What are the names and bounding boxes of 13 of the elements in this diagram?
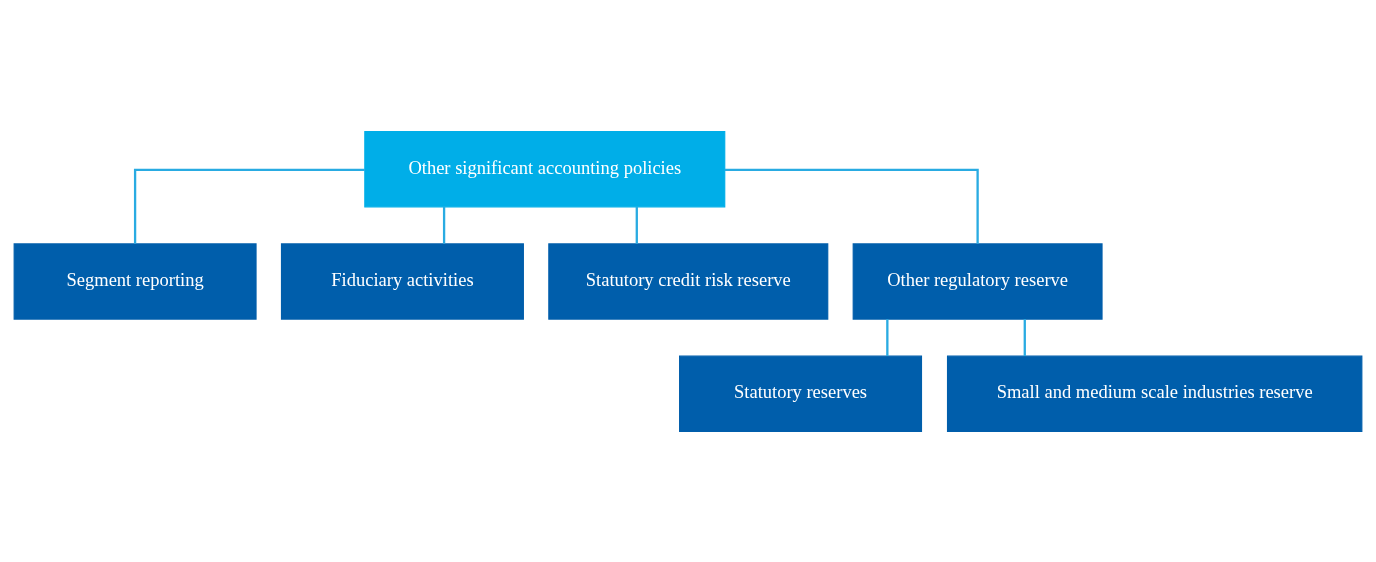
- connector: [635, 206, 638, 244]
- connector: [1023, 318, 1026, 356]
- node-box: Fiduciary activities: [280, 242, 524, 320]
- connector: [886, 318, 889, 356]
- connector: [442, 206, 446, 244]
- node-box: Other regulatory reserve: [852, 242, 1103, 320]
- node-box: Statutory reserves: [679, 355, 923, 432]
- node-box: Small and medium scale industries reserve: [946, 355, 1363, 432]
- connector: [133, 168, 365, 244]
- node-box: Segment reporting: [13, 242, 257, 320]
- node-box: Other significant accounting policies: [364, 130, 726, 207]
- connector: [724, 168, 979, 244]
- node-box: Statutory credit risk reserve: [548, 242, 829, 320]
